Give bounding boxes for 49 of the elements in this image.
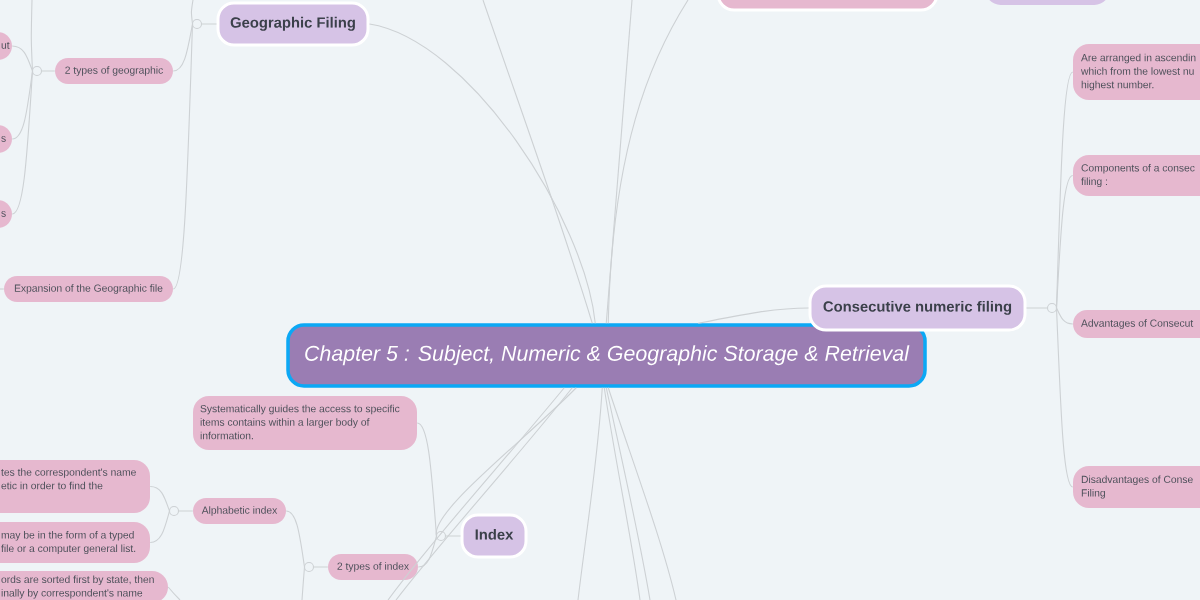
branch-junction <box>1025 302 1058 314</box>
subtopic-box: Advantages of Consecut <box>1073 310 1200 338</box>
topic-box: Consecutive numeric filing <box>808 284 1027 332</box>
subtopic-box: Components of a consec filing : <box>1073 155 1200 196</box>
branch-line <box>416 422 438 537</box>
branch-junction <box>191 18 218 30</box>
subtopic-box: Are arranged in ascendin which from the lowest nu highest number. <box>1073 44 1200 100</box>
branch-line <box>172 23 194 72</box>
topic-box <box>716 0 939 12</box>
branch-line <box>417 535 438 568</box>
topic-box: Geographic Filing <box>216 1 370 47</box>
branch-line <box>577 387 603 600</box>
branch-line <box>11 70 34 140</box>
subtopic-box: may be in the form of a typed file or a computer general list. <box>0 522 150 563</box>
subtopic-box: Alphabetic index <box>193 498 286 524</box>
topic-box: Index <box>460 513 528 559</box>
branch-line <box>301 566 306 600</box>
branch-line <box>603 387 641 600</box>
branch-line <box>605 0 633 324</box>
branch-line <box>607 0 689 324</box>
subtopic-box: 2 types of geographic <box>55 58 173 84</box>
subtopic-box: Expansion of the Geographic file <box>4 276 173 302</box>
branch-line <box>1055 307 1074 325</box>
subtopic-box: Disadvantages of Conse Filing <box>1073 466 1200 508</box>
branch-line <box>607 387 677 600</box>
central-topic-box: Chapter 5 : Subject, Numeric & Geographic Storage & Retrieval <box>286 323 927 388</box>
branch-line <box>368 23 596 324</box>
branch-line <box>149 510 171 544</box>
branch-line <box>605 387 651 600</box>
branch-line <box>149 485 171 512</box>
subtopic-box: tes the correspondent's name etic in order to find the <box>0 460 150 513</box>
branch-line <box>190 0 194 25</box>
branch-junction <box>31 65 56 77</box>
subtopic-box: 2 types of index <box>328 554 418 580</box>
branch-line <box>167 586 181 600</box>
branch-junction <box>303 561 329 573</box>
branch-line <box>30 0 34 72</box>
branch-line <box>11 70 34 215</box>
branch-line <box>285 510 306 568</box>
subtopic-box: Systematically guides the access to specific items contains within a larger body of information. <box>193 396 417 450</box>
branch-line <box>1055 174 1074 309</box>
subtopic-box: ords are sorted first by state, then inally by correspondent's name <box>0 571 168 600</box>
branch-junction <box>168 505 194 517</box>
branch-line <box>697 307 810 324</box>
branch-line <box>482 0 593 324</box>
branch-line <box>1055 307 1074 488</box>
branch-line <box>11 45 34 72</box>
branch-junction <box>435 530 462 542</box>
branch-line <box>172 23 194 290</box>
